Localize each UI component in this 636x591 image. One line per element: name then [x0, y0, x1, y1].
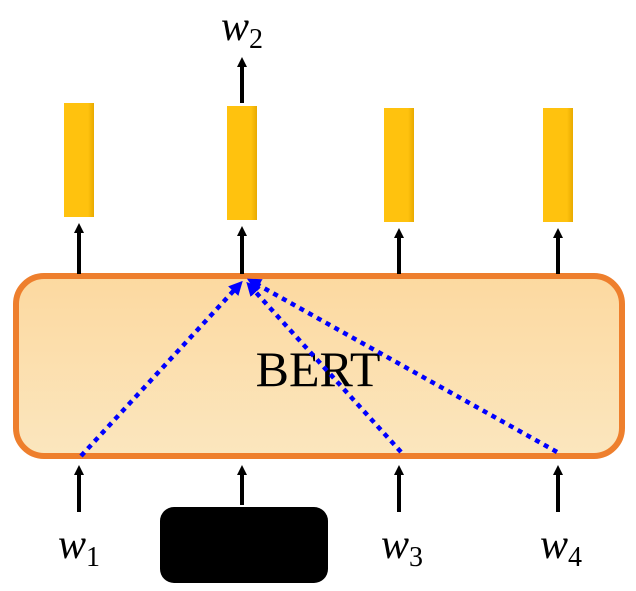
output-vector-1: [64, 103, 94, 217]
bert-label: BERT: [256, 341, 381, 397]
bert-encoder-box: [13, 273, 625, 459]
output-word-label: w2: [221, 4, 263, 55]
output-vector-3: [384, 108, 414, 222]
output-vector-4: [543, 108, 573, 222]
output-vector-2: [227, 106, 257, 220]
attention-arrow-from-w3: [246, 281, 403, 454]
attention-arrow-from-w4: [246, 278, 559, 454]
attention-arrow-from-w1: [79, 280, 243, 458]
input-word-label-3: w3: [381, 522, 423, 573]
masked-token-box: [160, 507, 328, 583]
input-word-label-4: w4: [540, 522, 582, 573]
input-word-label-1: w1: [58, 522, 100, 573]
